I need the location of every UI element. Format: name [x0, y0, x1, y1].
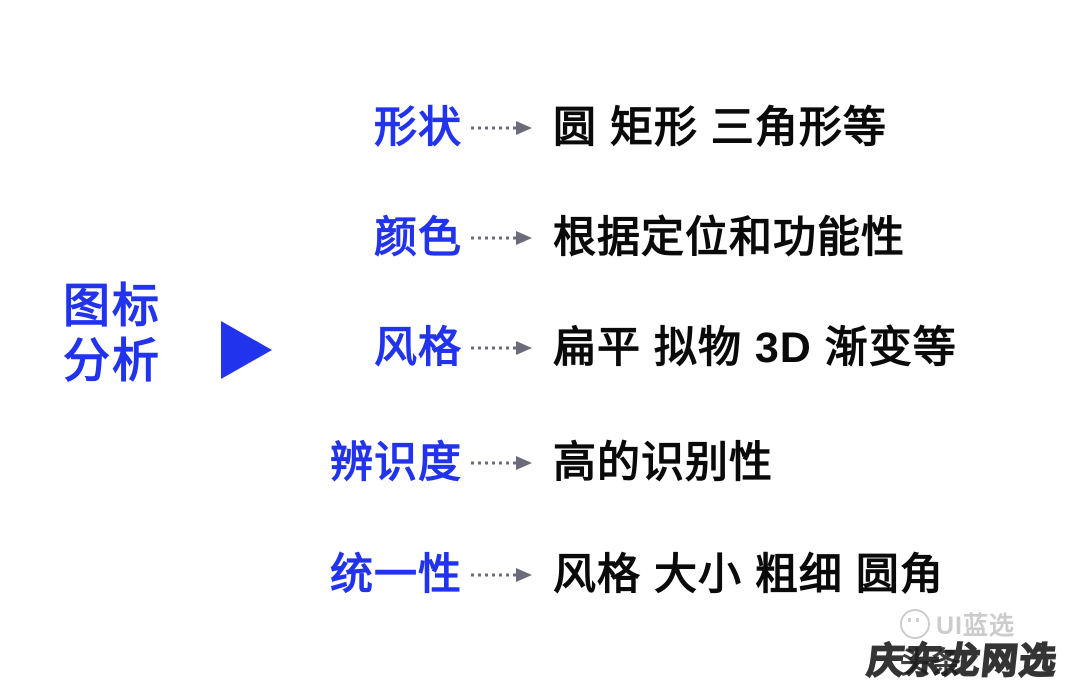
row-key-label: 辨识度 — [330, 438, 462, 487]
watermark-logo-label: UI蓝选 — [936, 612, 1016, 640]
root-label: 图标 分析 — [52, 278, 172, 389]
watermark-logo: UI蓝选 — [900, 602, 1028, 646]
root-label-line-2: 分析 — [63, 334, 161, 388]
row-value-label: 高的识别性 — [553, 438, 773, 487]
row-value-label: 风格 大小 粗细 圆角 — [553, 550, 944, 599]
row-key-label: 颜色 — [374, 213, 462, 262]
row-key-label: 风格 — [374, 323, 462, 372]
row-key-label: 形状 — [374, 103, 462, 152]
dotted-arrow-right-icon — [471, 231, 532, 245]
dotted-arrow-right-icon — [471, 456, 532, 470]
watermark-avatar-icon — [900, 609, 930, 639]
watermark-overlay-label: 庆东龙网选 — [865, 639, 1061, 682]
row-value-label: 根据定位和功能性 — [553, 213, 905, 262]
dotted-arrow-right-icon — [471, 568, 532, 582]
row-key-label: 统一性 — [330, 550, 462, 599]
diagram-row: 颜色 根据定位和功能性 — [0, 206, 1080, 270]
diagram-row: 统一性 风格 大小 粗细 圆角 — [0, 543, 1080, 607]
diagram-row: 风格 扁平 拟物 3D 渐变等 — [0, 316, 1080, 380]
row-value-label: 圆 矩形 三角形等 — [553, 103, 887, 152]
triangle-right-icon — [221, 321, 272, 379]
watermark-source-label: 头条 — [900, 647, 962, 680]
dotted-arrow-right-icon — [471, 121, 532, 135]
diagram-row: 形状 圆 矩形 三角形等 — [0, 96, 1080, 160]
row-value-label: 扁平 拟物 3D 渐变等 — [553, 323, 957, 372]
diagram-row: 辨识度 高的识别性 — [0, 431, 1080, 495]
dotted-arrow-right-icon — [471, 341, 532, 355]
root-label-line-1: 图标 — [63, 279, 161, 332]
